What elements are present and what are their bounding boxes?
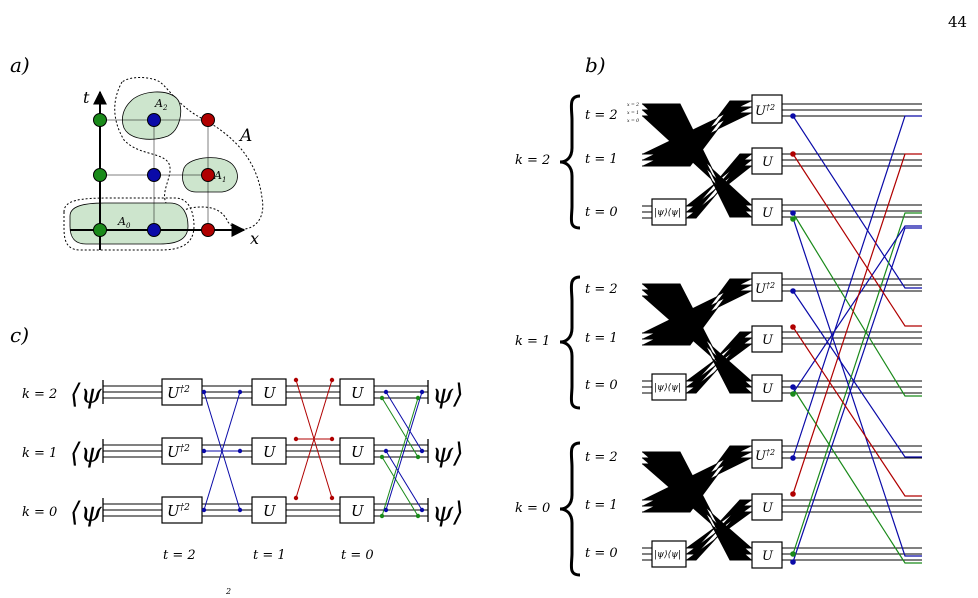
panel-a: a) t x (10, 53, 264, 251)
gate-label: U (762, 333, 774, 348)
panel-c-dots (201, 377, 425, 519)
gate-u (339, 437, 375, 465)
panel-c-gates (161, 378, 375, 524)
row-label: t = 2 (585, 282, 618, 297)
panel-b: b) k = 2 k = 1 k = 0 t = 2 t = 1 t = 0 t… (515, 53, 922, 577)
row-label: t = 1 (585, 331, 618, 346)
node-blue (147, 223, 161, 237)
row-label: t = 1 (585, 498, 618, 513)
row-label-k0: k = 0 (22, 505, 57, 520)
node-blue (147, 168, 161, 182)
region-a-outline (114, 77, 264, 230)
gate-label: U†2 (167, 443, 190, 461)
row-label: t = 1 (585, 152, 618, 167)
gate-label: U†2 (755, 281, 775, 297)
axis-x-label: x (250, 229, 259, 248)
gate-label: U (351, 443, 365, 461)
gate-label: U (263, 443, 277, 461)
time-label: t = 2 (163, 548, 196, 563)
panel-c-connections (203, 379, 423, 517)
region-label-a2: A2 (154, 97, 168, 112)
node-red (201, 113, 215, 127)
region-label-a0: A0 (117, 215, 131, 230)
gate-label: U (762, 382, 774, 397)
node-green (93, 223, 107, 237)
row-label: t = 2 (585, 450, 618, 465)
gate-u-dagger2 (161, 378, 203, 406)
block-label-k2: k = 2 (515, 153, 550, 168)
block-label-k1: k = 1 (515, 334, 550, 349)
gate-u (251, 496, 287, 524)
panel-b-state-gates (651, 198, 687, 568)
row-label: t = 0 (585, 546, 618, 561)
time-label: t = 0 (341, 548, 374, 563)
row-label: t = 2 (585, 108, 618, 123)
panel-b-wires (642, 100, 922, 561)
panel-a-label: a) (10, 53, 30, 77)
block-braces (559, 94, 581, 577)
block-label-k0: k = 0 (515, 501, 550, 516)
gate-label: U (762, 155, 774, 170)
node-green (93, 113, 107, 127)
row-label: t = 0 (585, 205, 618, 220)
x-label: x = 1 (627, 110, 639, 116)
gate-u (251, 378, 287, 406)
bra-k1: ⟨ψ (70, 438, 103, 469)
state-gate-label: |ψ⟩⟨ψ| (654, 208, 681, 218)
node-green (93, 168, 107, 182)
region-label-a1: A1 (213, 169, 226, 184)
gate-label: U (351, 384, 365, 402)
row-label-k2: k = 2 (22, 387, 57, 402)
time-label: t = 1 (253, 548, 286, 563)
panel-b-gates (751, 94, 783, 569)
ket-k0: ψ⟩ (432, 497, 464, 528)
state-gate-label: |ψ⟩⟨ψ| (654, 383, 681, 393)
panel-b-label: b) (585, 53, 606, 77)
gate-u (339, 496, 375, 524)
lattice-nodes (93, 113, 215, 237)
gate-label: U (762, 501, 774, 516)
gate-label: U (263, 384, 277, 402)
footnote-superscript: 2 (225, 587, 231, 596)
panel-b-dots (790, 113, 796, 565)
node-blue (147, 113, 161, 127)
gate-label: U†2 (755, 103, 775, 119)
node-red (201, 168, 215, 182)
gate-label: U†2 (167, 384, 190, 402)
ket-k2: ψ⟩ (432, 379, 464, 410)
gate-u (251, 437, 287, 465)
page-number: 44 (948, 13, 967, 31)
gate-label: U (762, 549, 774, 564)
gate-label: U†2 (167, 502, 190, 520)
node-red (201, 223, 215, 237)
panel-c-label: c) (10, 323, 29, 347)
state-gate-label: |ψ⟩⟨ψ| (654, 550, 681, 560)
row-label: t = 0 (585, 378, 618, 393)
gate-label: U (762, 206, 774, 221)
gate-label: U†2 (755, 448, 775, 464)
gate-u (339, 378, 375, 406)
panel-b-connections (792, 115, 922, 564)
x-label: x = 0 (627, 118, 639, 124)
panel-c: c) k = 2 k = 1 k = 0 ⟨ψ ⟨ψ ⟨ψ ψ⟩ ψ⟩ ψ⟩ (10, 323, 464, 596)
axis-t-label: t (83, 88, 90, 107)
gate-u-dagger2 (161, 437, 203, 465)
bra-k0: ⟨ψ (70, 497, 103, 528)
row-label-k1: k = 1 (22, 446, 57, 461)
region-label-a: A (238, 126, 252, 146)
gate-label: U (351, 502, 365, 520)
gate-label: U (263, 502, 277, 520)
x-label: x = 2 (627, 102, 639, 108)
bra-k2: ⟨ψ (70, 379, 103, 410)
ket-k1: ψ⟩ (432, 438, 464, 469)
